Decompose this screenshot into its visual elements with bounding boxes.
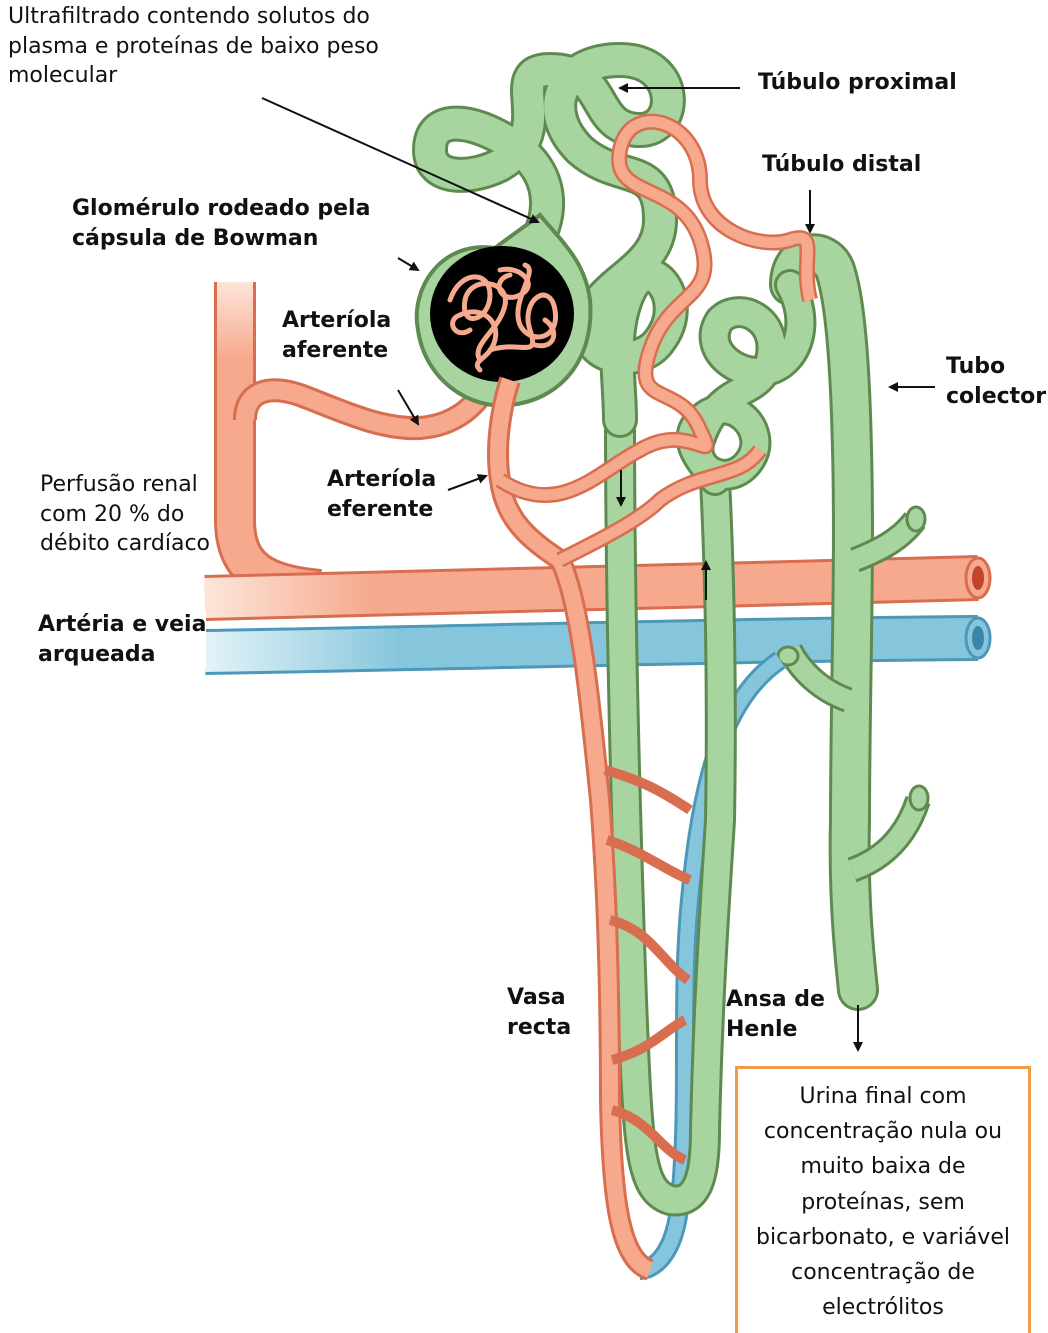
arrow-icon: [448, 476, 486, 490]
bowman-capsule: [417, 215, 591, 406]
proximal-tubule-label: Túbulo proximal: [758, 68, 957, 98]
renal-perfusion-label: Perfusão renal com 20 % do débito cardía…: [40, 470, 210, 559]
glomerulus-label: Glomérulo rodeado pela cápsula de Bowman: [72, 194, 370, 253]
arrow-icon: [398, 258, 418, 270]
distal-tubule-label: Túbulo distal: [762, 150, 921, 180]
collecting-duct-label: Tubo colector: [946, 352, 1046, 411]
vasa-recta-label: Vasa recta: [507, 983, 571, 1042]
ultrafiltrate-label: Ultrafiltrado contendo solutos do plasma…: [8, 2, 379, 91]
afferent-arteriole-label: Arteríola aferente: [282, 306, 391, 365]
final-urine-box: Urina final com concentração nula ou mui…: [735, 1066, 1031, 1333]
efferent-arteriole-label: Arteríola eferente: [327, 465, 436, 524]
arcuate-label: Artéria e veia arqueada: [38, 610, 206, 669]
loop-of-henle: [620, 420, 721, 1200]
loop-of-henle-label: Ansa de Henle: [726, 985, 825, 1044]
